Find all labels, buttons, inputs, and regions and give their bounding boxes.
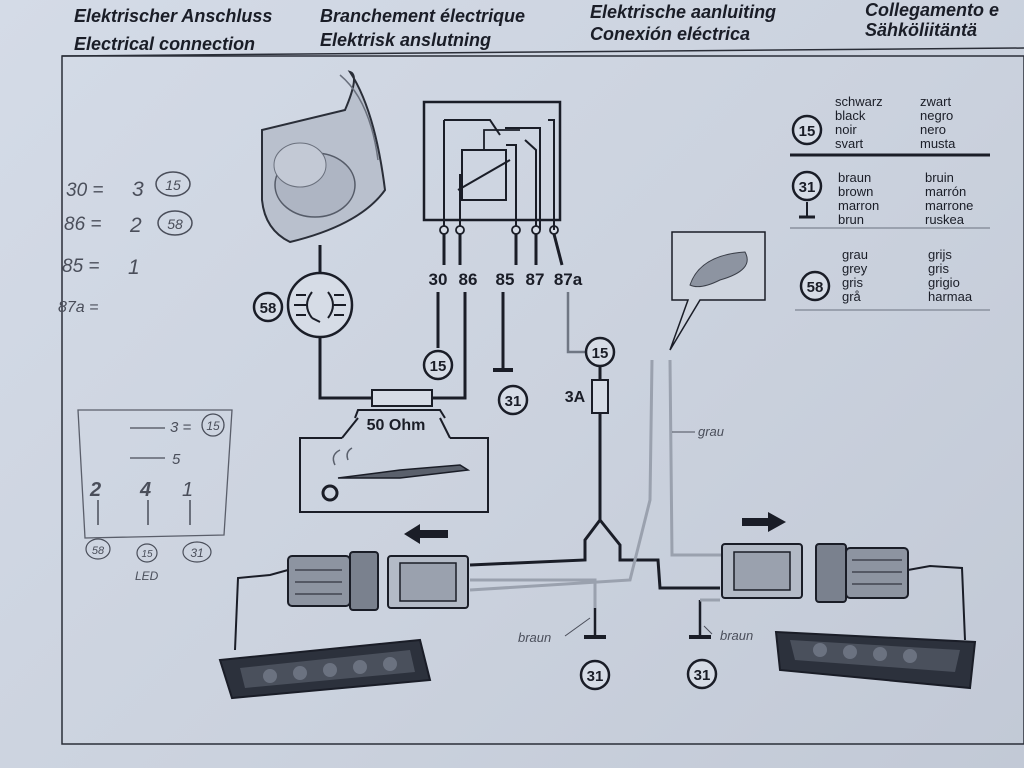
note-box-num-1: 1 xyxy=(182,479,193,501)
page-frame xyxy=(61,55,1024,745)
svg-text:31: 31 xyxy=(587,668,604,685)
title-fi: Sähköliitäntä xyxy=(865,20,978,40)
note-86: 86 = xyxy=(64,214,102,235)
headlamp-icon xyxy=(261,70,387,244)
note-box-mid: 5 xyxy=(172,451,181,468)
soldering-iron-icon xyxy=(321,447,471,502)
connector-right xyxy=(721,543,909,603)
title-fr: Branchement électrique xyxy=(320,6,526,26)
note-85-val: 1 xyxy=(128,256,140,279)
legend-58-es: gris xyxy=(928,261,949,276)
led-light-left xyxy=(218,638,432,700)
legend-31-fr: marron xyxy=(838,198,879,213)
legend-15-es: negro xyxy=(920,108,953,123)
terminal-58-badge: 58 xyxy=(252,291,284,323)
note-30-circle: 15 xyxy=(165,177,181,193)
title-it: Collegamento e xyxy=(865,0,1000,20)
arrow-left-icon xyxy=(404,524,448,544)
note-30: 30 = xyxy=(66,180,104,201)
svg-text:31: 31 xyxy=(694,667,711,684)
note-30-val: 3 xyxy=(132,178,144,201)
relay-pin-85: 85 xyxy=(496,270,515,289)
relay-pin-87a: 87a xyxy=(554,270,583,289)
legend-31-sv: brun xyxy=(838,212,864,227)
note-87a: 87a = xyxy=(58,299,98,316)
note-86-circle: 58 xyxy=(167,216,183,232)
fuse xyxy=(591,379,609,414)
legend-terminal-15: 15 xyxy=(799,123,816,140)
terminal-31-badge-right: 31 xyxy=(686,658,718,690)
terminal-15-badge-fuse: 15 xyxy=(584,336,616,368)
title-nl: Elektrische aanluiting xyxy=(590,2,777,22)
legend-31-it: marrone xyxy=(925,198,973,213)
note-led: LED xyxy=(135,569,159,583)
legend-15-en: black xyxy=(835,108,866,123)
note-bottom-31: 31 xyxy=(190,546,203,560)
legend-terminal-58: 58 xyxy=(807,279,824,296)
legend-31-en: brown xyxy=(838,184,873,199)
legend-58-nl: grijs xyxy=(928,247,952,262)
led-light-right xyxy=(774,630,977,690)
tape-callout xyxy=(669,231,766,351)
legend-terminal-31: 31 xyxy=(799,179,816,196)
terminal-31-badge-relay: 31 xyxy=(497,384,529,416)
legend-58-fi: harmaa xyxy=(928,289,973,304)
note-86-val: 2 xyxy=(129,214,142,237)
title-en: Electrical connection xyxy=(74,34,256,54)
legend-15-fi: musta xyxy=(920,136,956,151)
resistor-callout-box xyxy=(299,437,489,513)
legend-31-de: braun xyxy=(838,170,871,185)
headlamp-symbol-glyph-icon xyxy=(294,291,346,319)
color-legend: 15 31 58 schwarz black noir svart zwart … xyxy=(790,94,990,311)
relay-pin-87: 87 xyxy=(526,270,545,289)
terminal-31-badge-left: 31 xyxy=(579,659,611,691)
legend-58-fr: gris xyxy=(842,275,863,290)
legend-15-fr: noir xyxy=(835,122,857,137)
title-es: Conexión eléctrica xyxy=(590,24,751,44)
note-box-num-4: 4 xyxy=(139,479,151,501)
relay-pin-86: 86 xyxy=(459,270,478,289)
legend-15-de: schwarz xyxy=(835,94,883,109)
legend-15-nl: zwart xyxy=(920,94,951,109)
svg-text:15: 15 xyxy=(430,358,447,375)
legend-58-sv: grå xyxy=(842,289,862,304)
svg-text:15: 15 xyxy=(592,345,609,362)
wires-grey xyxy=(469,359,722,608)
terminal-15-badge-relay: 15 xyxy=(422,349,454,381)
arrow-right-icon xyxy=(742,512,786,532)
svg-text:31: 31 xyxy=(505,393,522,410)
relay-pin-30: 30 xyxy=(429,270,448,289)
title-de: Elektrischer Anschluss xyxy=(74,6,273,26)
resistor-label: 50 Ohm xyxy=(367,417,426,434)
legend-58-en: grey xyxy=(842,261,868,276)
legend-15-sv: svart xyxy=(835,136,864,151)
legend-31-nl: bruin xyxy=(925,170,954,185)
title-sv: Elektrisk anslutning xyxy=(320,30,492,50)
svg-text:58: 58 xyxy=(260,300,277,317)
connector-left xyxy=(287,551,469,611)
legend-31-fi: ruskea xyxy=(925,212,965,227)
fuse-label: 3A xyxy=(565,389,586,406)
note-braun-right: braun xyxy=(720,628,753,643)
wires-black xyxy=(311,233,720,590)
resistor xyxy=(371,389,433,407)
note-braun-left: braun xyxy=(518,630,551,645)
note-85: 85 = xyxy=(62,256,100,277)
note-grau: grau xyxy=(698,424,724,439)
ground-symbols xyxy=(584,600,711,639)
relay xyxy=(422,100,562,235)
note-box-top: 3 = xyxy=(170,419,192,436)
legend-58-it: grigio xyxy=(928,275,960,290)
legend-15-it: nero xyxy=(920,122,946,137)
legend-58-de: grau xyxy=(842,247,868,262)
note-box-top-circle: 15 xyxy=(206,419,220,433)
handwritten-notes: 30 = 3 15 86 = 2 58 85 = 1 87a = 3 = 15 … xyxy=(58,171,753,645)
legend-31-es: marrón xyxy=(925,184,966,199)
note-bottom-58: 58 xyxy=(92,545,105,557)
note-bottom-15: 15 xyxy=(141,549,153,560)
note-box-num-2: 2 xyxy=(89,479,101,501)
